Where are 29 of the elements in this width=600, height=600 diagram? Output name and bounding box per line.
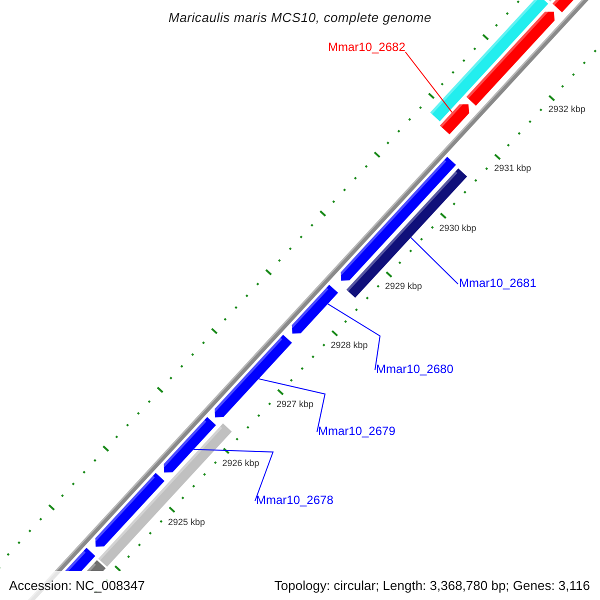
leader-line (410, 237, 458, 284)
position-label: 2930 kbp (439, 222, 476, 233)
gene-label: Mmar10_2678 (256, 493, 334, 507)
gene-feature (162, 417, 216, 472)
position-label: 2932 kbp (548, 104, 586, 114)
title: Maricaulis maris MCS10, complete genome (168, 10, 432, 25)
gene-feature (94, 472, 164, 547)
accession-text: Accession: NC_008347 (9, 578, 145, 593)
gene-label: Mmar10_2682 (328, 40, 406, 54)
gene-label: Mmar10_2679 (318, 424, 396, 438)
position-label: 2927 kbp (276, 399, 314, 410)
gene-feature (552, 0, 574, 12)
gene-feature (430, 0, 548, 122)
gene-feature (290, 284, 338, 334)
position-label: 2925 kbp (168, 516, 206, 527)
genome-stats-text: Topology: circular; Length: 3,368,780 bp; Genes: 3,116 (274, 578, 590, 593)
gene-label: Mmar10_2681 (459, 276, 536, 290)
position-label: 2929 kbp (384, 281, 422, 292)
gene-feature (466, 10, 555, 106)
position-label: 2928 kbp (330, 340, 368, 350)
leader-line (404, 52, 453, 113)
position-label: 2931 kbp (494, 163, 532, 174)
gene-feature (86, 560, 106, 571)
leader-line (193, 448, 274, 502)
position-label: 2926 kbp (222, 458, 260, 468)
gene-feature (65, 548, 96, 571)
gene-label: Mmar10_2680 (376, 362, 454, 376)
leader-line (327, 303, 381, 370)
gene-feature (440, 102, 470, 134)
